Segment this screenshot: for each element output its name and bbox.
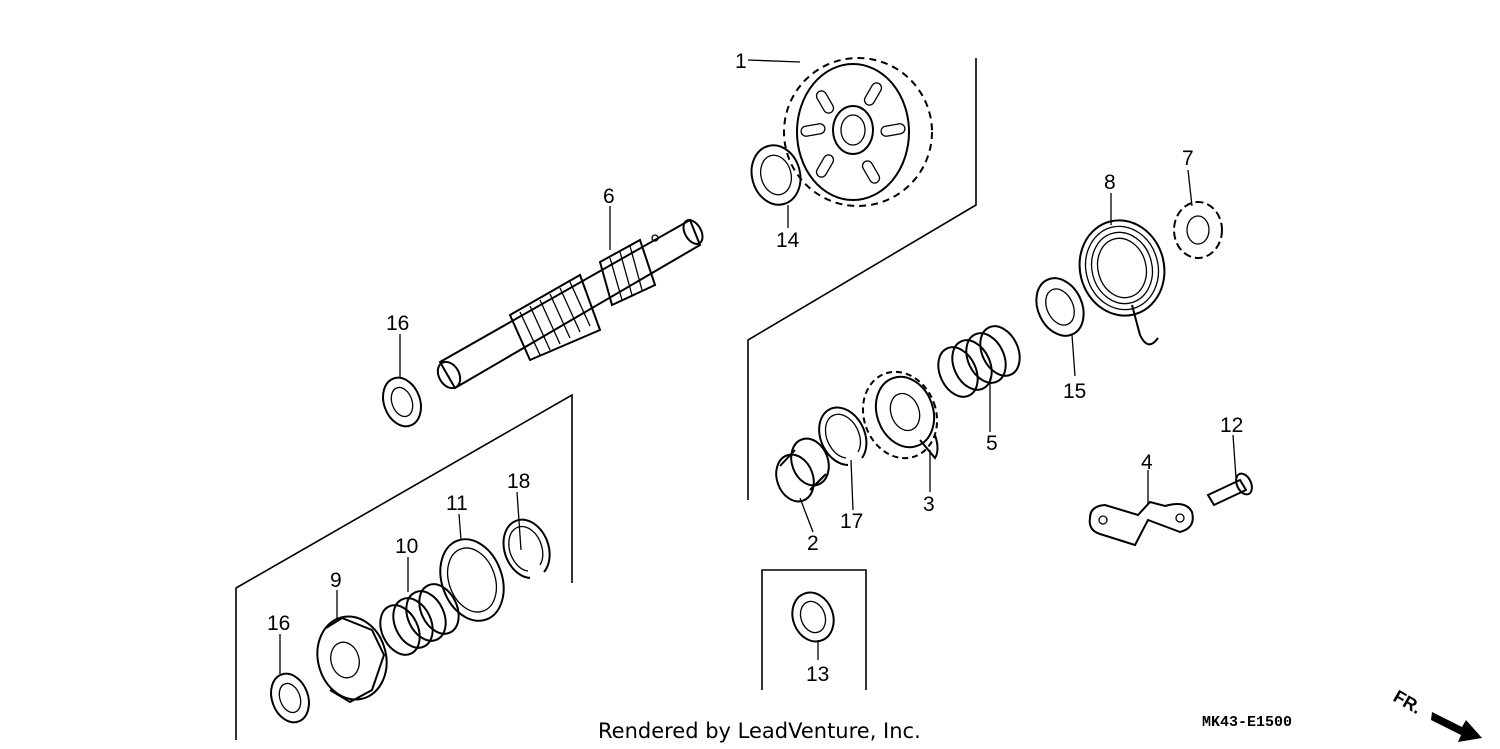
part-spring-10[interactable]	[373, 578, 467, 661]
part-washer-11[interactable]	[429, 530, 514, 629]
part-shaft[interactable]	[433, 217, 706, 392]
callout-17[interactable]: 17	[840, 510, 863, 533]
callout-labels: 1 2 3 4 5 6 7 8 9 10 11 12 13 14 15 16 1…	[267, 50, 1243, 686]
part-ratchet-9[interactable]	[308, 609, 395, 708]
callout-11[interactable]: 11	[446, 492, 468, 515]
part-spring-8[interactable]	[1069, 211, 1175, 346]
part-bolt-12[interactable]	[1206, 471, 1255, 507]
front-label: FR.	[1390, 686, 1425, 718]
callout-8[interactable]: 8	[1104, 171, 1116, 194]
callout-14[interactable]: 14	[776, 229, 800, 252]
callout-1[interactable]: 1	[735, 50, 747, 73]
diagram-code: MK43-E1500	[1202, 714, 1292, 731]
part-snap-ring-17[interactable]	[818, 406, 868, 466]
callout-12[interactable]: 12	[1220, 414, 1243, 437]
callout-9[interactable]: 9	[330, 569, 342, 592]
front-arrow-icon	[1431, 712, 1482, 742]
part-washer-13[interactable]	[786, 587, 841, 648]
part-gear[interactable]	[783, 57, 933, 207]
part-washer-16-lower[interactable]	[265, 668, 316, 727]
part-washer-16-upper[interactable]	[377, 372, 428, 431]
callout-6[interactable]: 6	[603, 185, 615, 208]
part-bracket-4[interactable]	[1088, 500, 1194, 547]
callout-13[interactable]: 13	[806, 663, 829, 686]
part-snap-ring-18[interactable]	[502, 518, 551, 579]
callout-5[interactable]: 5	[986, 432, 998, 455]
group-frame-lower-left	[235, 393, 573, 740]
callout-18[interactable]: 18	[507, 470, 530, 493]
callout-7[interactable]: 7	[1182, 147, 1194, 170]
callout-15[interactable]: 15	[1063, 380, 1086, 403]
group-frame-washer-13	[761, 569, 867, 690]
callout-16-lower[interactable]: 16	[267, 612, 290, 635]
callout-2[interactable]: 2	[807, 532, 819, 555]
group-frame-upper	[747, 58, 977, 500]
front-direction-indicator: FR.	[1390, 686, 1482, 742]
callout-16-upper[interactable]: 16	[386, 312, 409, 335]
callout-3[interactable]: 3	[923, 493, 935, 516]
part-collar-2[interactable]	[770, 433, 835, 506]
part-washer-15[interactable]	[1027, 271, 1092, 344]
part-washer-14[interactable]	[745, 140, 807, 210]
render-credit: Rendered by LeadVenture, Inc.	[598, 719, 921, 743]
part-nut-7[interactable]	[1173, 201, 1223, 259]
callout-10[interactable]: 10	[395, 535, 418, 558]
callout-4[interactable]: 4	[1141, 451, 1153, 474]
leader-lines	[279, 59, 1237, 674]
part-spring-5[interactable]	[931, 320, 1028, 403]
part-ratchet-3[interactable]	[851, 361, 949, 468]
